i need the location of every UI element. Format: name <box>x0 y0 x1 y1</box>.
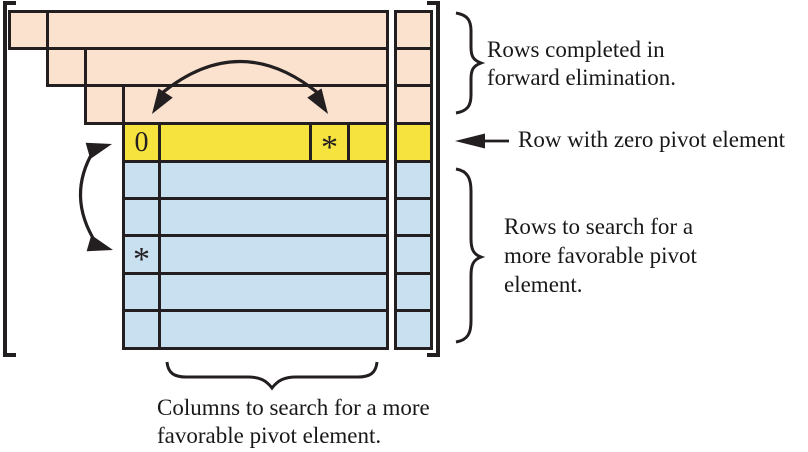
completed-row-2 <box>46 47 389 87</box>
augmented-cell-9 <box>394 309 433 350</box>
cell-divider <box>158 237 161 272</box>
search-row-2 <box>122 197 389 237</box>
search-rows-label-line2: more favorable pivot <box>504 243 697 268</box>
cell-divider <box>122 87 125 122</box>
row-pivot-candidate-cell: * <box>321 128 338 166</box>
cell-divider <box>158 275 161 309</box>
cell-divider <box>309 125 312 160</box>
completed-rows-brace-icon <box>455 11 486 115</box>
completed-rows-label: Rows completed in forward elimination. <box>487 36 676 92</box>
completed-rows-label-line2: forward elimination. <box>487 65 677 90</box>
arrowhead <box>86 234 113 252</box>
augmented-cell-6 <box>394 197 433 237</box>
zero-pivot-arrow-icon <box>455 133 509 149</box>
arrowhead <box>85 142 112 160</box>
column-pivot-candidate-cell: * <box>133 240 150 278</box>
cell-divider <box>158 200 161 234</box>
cell-divider <box>347 125 350 160</box>
augmented-cell-8 <box>394 272 433 312</box>
augmented-cell-7 <box>394 234 433 275</box>
search-rows-label: Rows to search for a more favorable pivo… <box>504 212 697 299</box>
search-columns-label-line1: Columns to search for a more <box>157 395 430 420</box>
completed-row-3 <box>84 84 389 125</box>
search-columns-label: Columns to search for a more favorable p… <box>157 394 430 450</box>
augmented-cell-3 <box>394 84 433 125</box>
cell-divider <box>46 13 49 47</box>
search-row-5 <box>122 309 389 350</box>
search-columns-brace-icon <box>165 361 379 391</box>
zero-pivot-row: 0 * <box>122 122 389 166</box>
zero-pivot-label: Row with zero pivot element <box>518 127 785 152</box>
cell-divider <box>158 163 161 197</box>
search-rows-label-line3: element. <box>504 272 583 297</box>
zero-pivot-cell: 0 <box>134 126 149 158</box>
search-row-3: * <box>122 234 389 278</box>
cell-divider <box>158 125 161 160</box>
completed-row-1 <box>8 10 389 50</box>
search-row-4 <box>122 272 389 312</box>
column-swap-arrow-icon <box>78 142 113 252</box>
cell-divider <box>158 312 161 347</box>
search-rows-label-line1: Rows to search for a <box>504 214 694 239</box>
augmented-cell-4 <box>394 122 433 163</box>
augmented-cell-5 <box>394 160 433 200</box>
augmented-cell-1 <box>394 10 433 50</box>
search-rows-brace-icon <box>455 167 486 344</box>
arrowhead <box>455 133 485 149</box>
search-columns-label-line2: favorable pivot element. <box>157 423 382 448</box>
augmented-cell-2 <box>394 47 433 87</box>
column-swap-arc <box>78 149 98 244</box>
cell-divider <box>84 50 87 84</box>
matrix-bracket-left-icon <box>3 1 16 357</box>
completed-rows-label-line1: Rows completed in <box>487 37 665 62</box>
search-row-1 <box>122 160 389 200</box>
